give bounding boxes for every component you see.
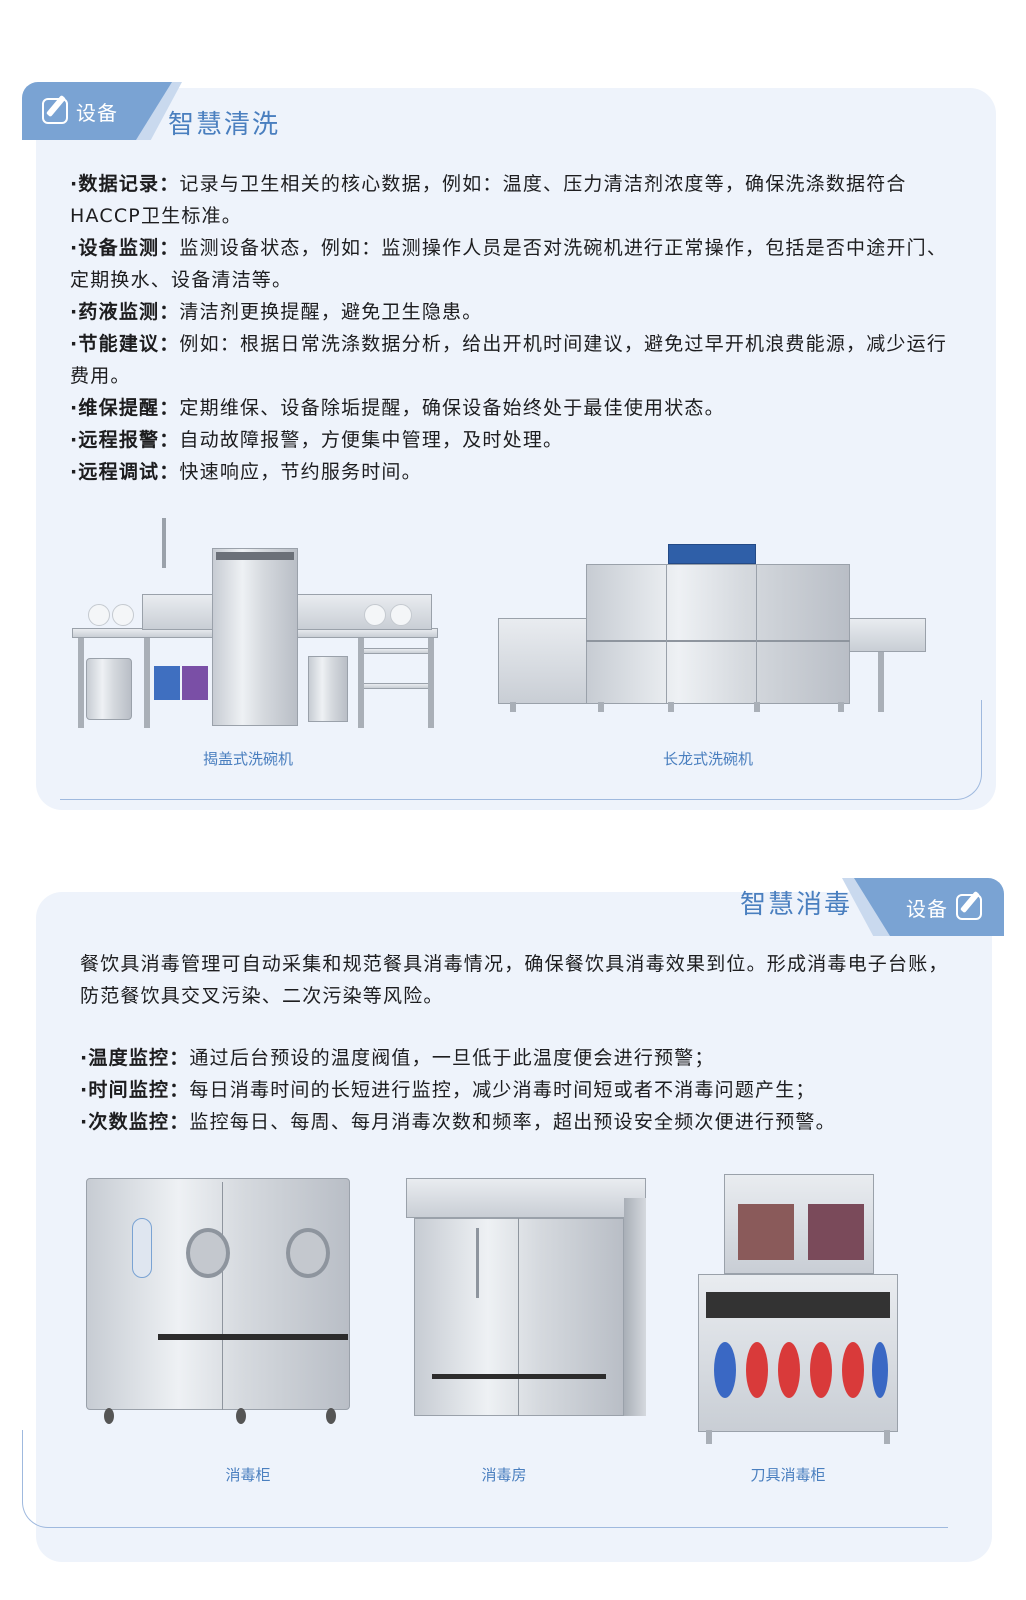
list-item: ·数据记录：记录与卫生相关的核心数据，例如：温度、压力清洁剂浓度等，确保洗涤数据… <box>70 173 907 227</box>
pencil-icon <box>956 894 982 920</box>
section-title: 智慧清洗 <box>168 110 281 140</box>
feature-list: ·数据记录：记录与卫生相关的核心数据，例如：温度、压力清洁剂浓度等，确保洗涤数据… <box>70 168 950 488</box>
feature-list: ·温度监控：通过后台预设的温度阀值，一旦低于此温度便会进行预警； ·时间监控：每… <box>80 1042 960 1138</box>
list-item: ·次数监控：监控每日、每周、每月消毒次数和频率，超出预设安全频次便进行预警。 <box>80 1111 836 1133</box>
list-item: ·维保提醒：定期维保、设备除垢提醒，确保设备始终处于最佳使用状态。 <box>70 397 725 419</box>
section-intro: 餐饮具消毒管理可自动采集和规范餐具消毒情况，确保餐饮具消毒效果到位。形成消毒电子… <box>80 953 949 1007</box>
section-title: 智慧消毒 <box>740 890 853 920</box>
list-item: ·药液监测：清洁剂更换提醒，避免卫生隐患。 <box>70 301 483 323</box>
card-border-decoration <box>22 1430 948 1528</box>
caption-knife-disinfection-cabinet: 刀具消毒柜 <box>750 1466 826 1484</box>
list-item: ·设备监测：监测设备状态，例如：监测操作人员是否对洗碗机进行正常操作，包括是否中… <box>70 237 948 291</box>
list-item: ·远程调试：快速响应，节约服务时间。 <box>70 461 422 483</box>
caption-conveyor-dishwasher: 长龙式洗碗机 <box>662 750 753 768</box>
section-tab-device: 设备 <box>22 82 172 140</box>
tab-label: 设备 <box>906 896 948 921</box>
disinfection-cabinet-image <box>86 1178 354 1440</box>
knife-disinfection-cabinet-image <box>698 1174 898 1446</box>
caption-hood-dishwasher: 揭盖式洗碗机 <box>202 750 293 768</box>
list-item: ·远程报警：自动故障报警，方便集中管理，及时处理。 <box>70 429 564 451</box>
disinfection-room-image <box>406 1178 646 1440</box>
tab-label: 设备 <box>76 100 118 125</box>
conveyor-dishwasher-image <box>498 544 926 714</box>
card-border-decoration <box>60 700 982 800</box>
hood-dishwasher-image <box>72 518 438 730</box>
list-item: ·时间监控：每日消毒时间的长短进行监控，减少消毒时间短或者不消毒问题产生； <box>80 1079 816 1101</box>
list-item: ·节能建议：例如：根据日常洗涤数据分析，给出开机时间建议，避免过早开机浪费能源，… <box>70 333 948 387</box>
caption-disinfection-cabinet: 消毒柜 <box>225 1466 271 1484</box>
pencil-icon <box>42 98 68 124</box>
list-item: ·温度监控：通过后台预设的温度阀值，一旦低于此温度便会进行预警； <box>80 1047 715 1069</box>
caption-disinfection-room: 消毒房 <box>481 1466 527 1484</box>
